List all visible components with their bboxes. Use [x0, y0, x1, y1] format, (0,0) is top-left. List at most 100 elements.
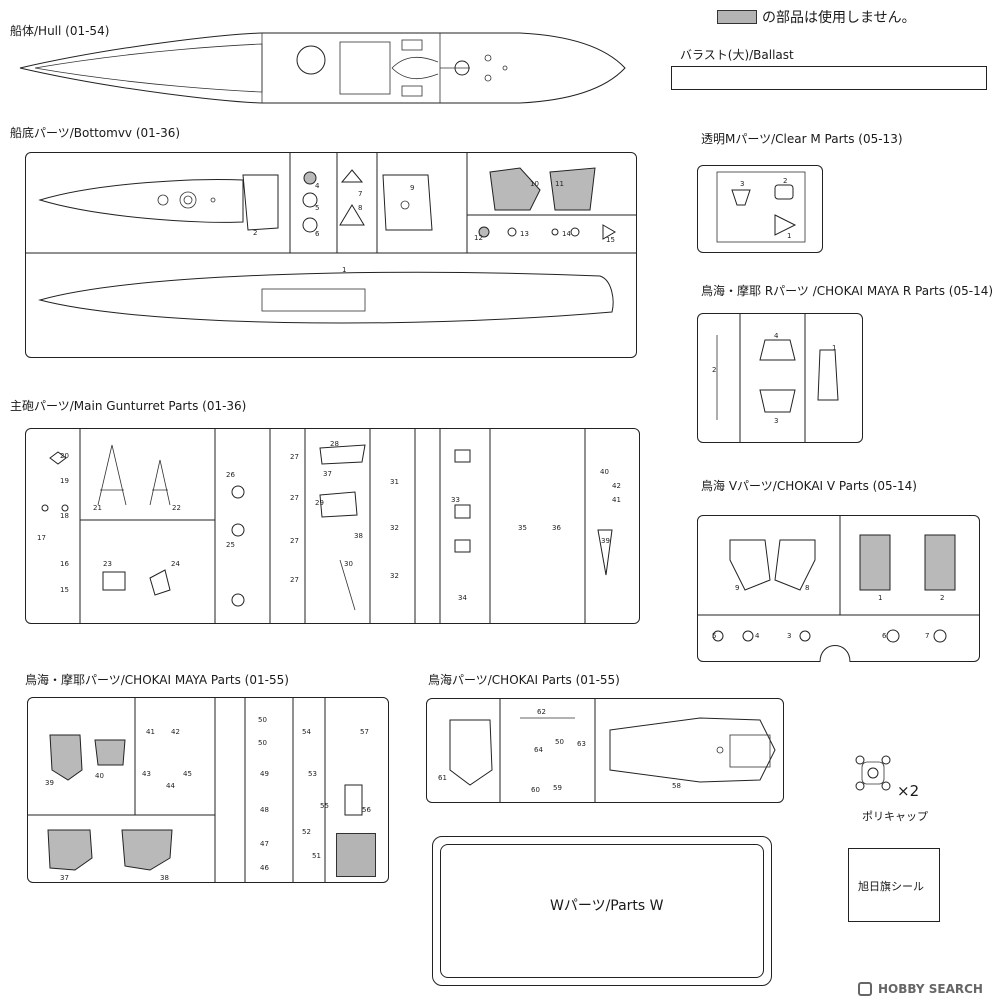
svg-text:33: 33	[451, 496, 460, 504]
svg-text:40: 40	[95, 772, 104, 780]
svg-text:61: 61	[438, 774, 447, 782]
svg-text:15: 15	[606, 236, 615, 244]
svg-text:27: 27	[290, 576, 299, 584]
svg-text:34: 34	[458, 594, 467, 602]
svg-text:50: 50	[555, 738, 564, 746]
svg-text:38: 38	[160, 874, 169, 882]
svg-text:2: 2	[712, 366, 716, 374]
svg-text:21: 21	[93, 504, 102, 512]
svg-text:41: 41	[612, 496, 621, 504]
svg-text:39: 39	[45, 779, 54, 787]
svg-text:43: 43	[142, 770, 151, 778]
svg-text:22: 22	[172, 504, 181, 512]
svg-text:1: 1	[878, 594, 882, 602]
svg-text:58: 58	[672, 782, 681, 790]
clear-m-label: 透明Mパーツ/Clear M Parts (05-13)	[701, 132, 903, 146]
svg-text:53: 53	[308, 770, 317, 778]
svg-text:19: 19	[60, 477, 69, 485]
svg-text:26: 26	[226, 471, 235, 479]
svg-text:11: 11	[555, 180, 564, 188]
svg-text:24: 24	[171, 560, 180, 568]
svg-text:8: 8	[805, 584, 809, 592]
svg-text:45: 45	[183, 770, 192, 778]
svg-text:18: 18	[60, 512, 69, 520]
chokai-label: 鳥海パーツ/CHOKAI Parts (01-55)	[428, 673, 620, 687]
watermark-logo-icon	[858, 982, 872, 996]
ballast-label: バラスト(大)/Ballast	[680, 48, 794, 62]
svg-text:35: 35	[518, 524, 527, 532]
chokai-maya-r-label: 鳥海・摩耶 Rパーツ /CHOKAI MAYA R Parts (05-14)	[701, 284, 994, 298]
svg-text:16: 16	[60, 560, 69, 568]
svg-text:48: 48	[260, 806, 269, 814]
svg-text:14: 14	[562, 230, 571, 238]
svg-text:49: 49	[260, 770, 269, 778]
svg-text:56: 56	[362, 806, 371, 814]
svg-text:63: 63	[577, 740, 586, 748]
svg-text:1: 1	[832, 344, 836, 352]
svg-text:8: 8	[358, 204, 362, 212]
svg-text:64: 64	[534, 746, 543, 754]
svg-text:5: 5	[712, 632, 716, 640]
svg-text:7: 7	[358, 190, 362, 198]
svg-text:5: 5	[315, 204, 319, 212]
svg-text:2: 2	[940, 594, 944, 602]
svg-text:2: 2	[253, 229, 257, 237]
parts-w-inner	[440, 844, 764, 978]
svg-text:3: 3	[774, 417, 778, 425]
svg-text:13: 13	[520, 230, 529, 238]
svg-text:3: 3	[787, 632, 791, 640]
svg-text:6: 6	[315, 230, 320, 238]
svg-text:27: 27	[290, 494, 299, 502]
svg-text:6: 6	[882, 632, 887, 640]
svg-text:10: 10	[530, 180, 539, 188]
svg-text:55: 55	[320, 802, 329, 810]
ballast-plate	[671, 66, 987, 90]
svg-text:1: 1	[787, 232, 791, 240]
svg-text:9: 9	[735, 584, 739, 592]
unused-parts-legend: の部品は使用しません。	[762, 10, 916, 26]
svg-text:7: 7	[925, 632, 929, 640]
sticker-label: 旭日旗シール	[858, 880, 924, 893]
svg-text:28: 28	[330, 440, 339, 448]
svg-text:25: 25	[226, 541, 235, 549]
svg-text:1: 1	[342, 266, 346, 274]
svg-text:37: 37	[323, 470, 332, 478]
chokai-v-label: 鳥海 Vパーツ/CHOKAI V Parts (05-14)	[701, 479, 917, 493]
clear-m-sprue	[697, 165, 823, 253]
svg-text:29: 29	[315, 499, 324, 507]
svg-text:20: 20	[60, 452, 69, 460]
svg-text:44: 44	[166, 782, 175, 790]
svg-text:50: 50	[258, 739, 267, 747]
svg-text:4: 4	[774, 332, 779, 340]
hull-label: 船体/Hull (01-54)	[10, 24, 110, 38]
svg-text:27: 27	[290, 537, 299, 545]
svg-text:42: 42	[171, 728, 180, 736]
svg-text:54: 54	[302, 728, 311, 736]
svg-text:27: 27	[290, 453, 299, 461]
main-gunturret-label: 主砲パーツ/Main Gunturret Parts (01-36)	[10, 399, 247, 413]
svg-text:4: 4	[315, 182, 320, 190]
svg-text:12: 12	[474, 234, 483, 242]
svg-text:2: 2	[783, 177, 787, 185]
svg-text:31: 31	[390, 478, 399, 486]
unused-parts-swatch	[717, 10, 757, 24]
svg-text:30: 30	[344, 560, 353, 568]
svg-text:32: 32	[390, 524, 399, 532]
sticker-box	[848, 848, 940, 922]
svg-text:15: 15	[60, 586, 69, 594]
svg-text:51: 51	[312, 852, 321, 860]
svg-text:47: 47	[260, 840, 269, 848]
svg-text:36: 36	[552, 524, 561, 532]
svg-text:32: 32	[390, 572, 399, 580]
svg-text:60: 60	[531, 786, 540, 794]
svg-text:23: 23	[103, 560, 112, 568]
polycap-count: ×2	[897, 782, 920, 800]
svg-text:9: 9	[410, 184, 414, 192]
